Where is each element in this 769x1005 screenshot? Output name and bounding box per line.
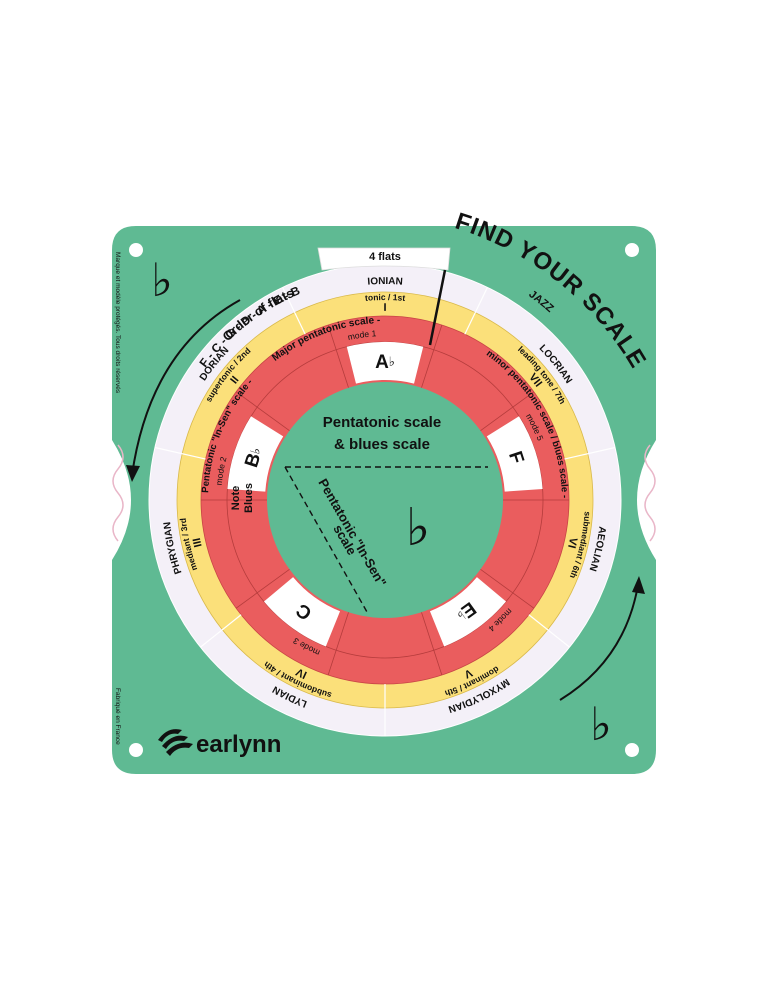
window-edge-line	[428, 269, 447, 346]
mode-divider	[282, 287, 306, 335]
pentatonic-divider	[480, 569, 535, 609]
mode-divider	[154, 446, 206, 460]
corner-hole-top-right	[625, 243, 639, 257]
side-text-bottom: Fabriqué en France	[114, 688, 121, 745]
arrow-head-left	[126, 465, 140, 482]
window-tab	[317, 247, 451, 271]
roman-numeral: III	[191, 537, 205, 549]
right-ripple-edge	[644, 444, 656, 542]
mode-number-label: mode 1	[347, 328, 377, 342]
pentatonic-divider	[327, 612, 349, 676]
center-title-line1: Pentatonic scale	[323, 414, 441, 431]
note-window	[486, 416, 543, 492]
note-window	[263, 577, 341, 647]
pentatonic-divider	[235, 569, 290, 609]
roman-numeral: I	[384, 302, 387, 314]
sector-dividers	[154, 287, 616, 736]
note-letter: A♭	[375, 352, 395, 373]
note-window	[346, 342, 424, 384]
mode-divider	[528, 614, 570, 648]
note-label-group: A♭	[375, 352, 395, 373]
pentatonic-divider	[421, 612, 443, 676]
earlynn-logo: earlynn	[158, 729, 281, 758]
flat-symbol-top-left: ♭	[151, 254, 173, 306]
note-window	[429, 577, 507, 647]
note-letter: B♭	[241, 445, 267, 470]
center-dashed-diagonal	[284, 466, 368, 613]
flat-symbol-bottom-right: ♭	[590, 698, 612, 750]
corner-hole-bottom-left	[129, 743, 143, 757]
pentatonic-divider	[421, 324, 443, 388]
arrow-counterclockwise	[131, 299, 241, 476]
pentatonic-divider	[480, 391, 535, 431]
center-title-line2: & blues scale	[334, 436, 430, 453]
mode-divider	[464, 287, 488, 335]
note-blues-line1: Note	[230, 486, 242, 510]
roman-numeral: VI	[565, 536, 579, 549]
pentatonic-divider	[327, 324, 349, 388]
note-label-group: B♭	[241, 445, 267, 470]
side-text-top: Marque et modèle protégés. Tous droits r…	[114, 252, 121, 394]
note-window	[227, 416, 284, 492]
note-blues-line2: Blues	[243, 483, 255, 513]
pentatonic-divider	[235, 391, 290, 431]
corner-hole-bottom-right	[625, 743, 639, 757]
logo-mark-icon	[158, 729, 193, 756]
arrow-head-right	[632, 576, 645, 594]
logo-text: earlynn	[196, 731, 281, 758]
mode-divider	[564, 446, 616, 460]
mode-name-ionian: IONIAN	[367, 276, 403, 288]
center-flat-symbol: ♭	[406, 499, 431, 557]
window-label: 4 flats	[369, 251, 401, 263]
arrow-clockwise	[559, 584, 639, 701]
corner-hole-top-left	[129, 243, 143, 257]
left-ripple-edge	[112, 444, 124, 542]
degree-label: tonic / 1st	[365, 292, 406, 303]
center-disc	[267, 382, 503, 618]
mode-divider	[200, 614, 242, 648]
